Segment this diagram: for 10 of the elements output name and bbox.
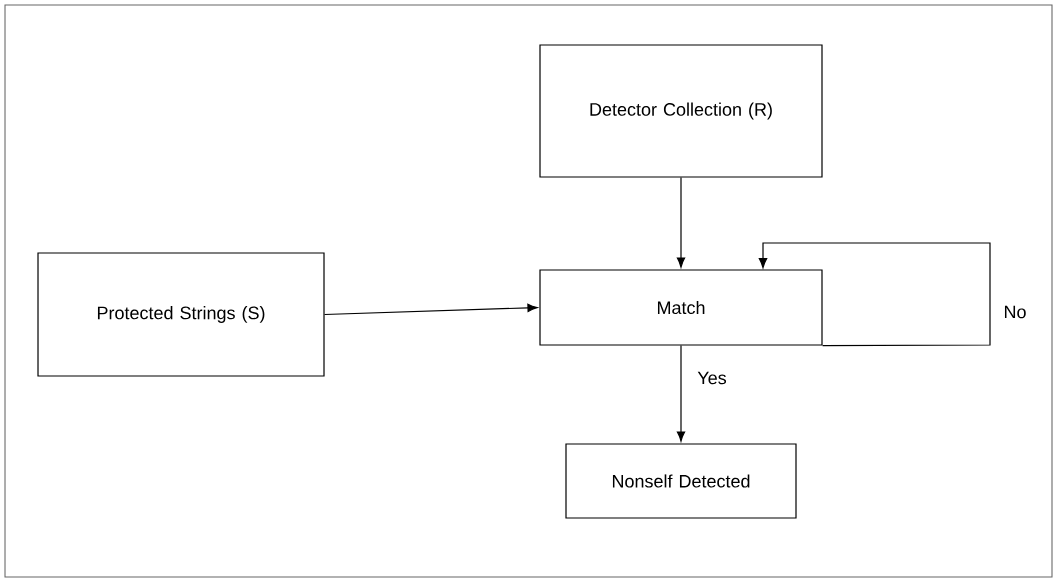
arrow <box>324 303 538 316</box>
edge-label: Yes <box>696 370 728 386</box>
process-box: Match <box>539 269 823 346</box>
edge-label: No <box>1002 304 1028 320</box>
process-box: Protected Strings (S) <box>37 252 325 377</box>
arrow <box>676 177 686 268</box>
process-box: Detector Collection (R) <box>539 44 823 178</box>
arrow <box>758 242 991 347</box>
process-box: Nonself Detected <box>565 443 797 519</box>
arrow <box>676 345 686 442</box>
